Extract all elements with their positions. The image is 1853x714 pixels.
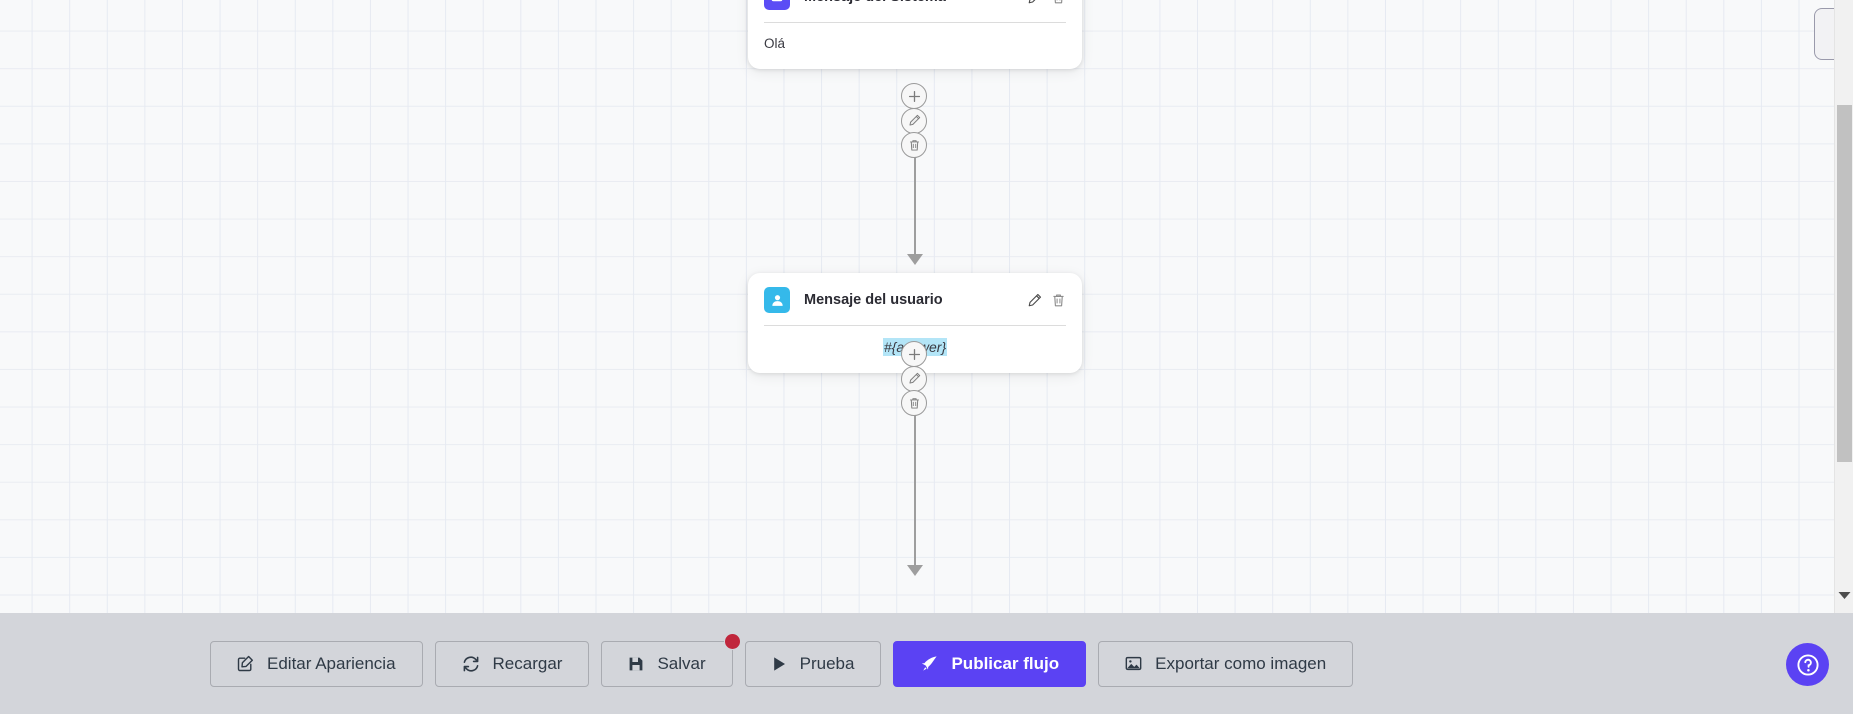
node-divider bbox=[764, 22, 1066, 23]
reload-button[interactable]: Recargar bbox=[434, 640, 590, 687]
play-icon bbox=[772, 656, 787, 672]
add-node-button[interactable] bbox=[901, 83, 927, 109]
node-header: Mensaje del usuario bbox=[748, 273, 1082, 325]
unsaved-changes-badge bbox=[723, 632, 741, 650]
button-label: Editar Apariencia bbox=[267, 653, 396, 673]
trash-icon bbox=[909, 139, 919, 151]
user-icon bbox=[764, 287, 790, 313]
plus-icon bbox=[908, 90, 920, 102]
pencil-icon bbox=[908, 372, 920, 384]
edge-arrowhead-user-to-next bbox=[907, 565, 923, 576]
edge-arrowhead-system-to-user bbox=[907, 254, 923, 265]
question-circle-icon bbox=[1796, 653, 1819, 676]
flow-canvas[interactable]: Mensaje del Sistema Olá bbox=[0, 0, 1853, 613]
help-button[interactable] bbox=[1786, 643, 1829, 686]
node-header: Mensaje del Sistema bbox=[748, 0, 1082, 22]
refresh-icon bbox=[462, 655, 480, 673]
node-divider bbox=[764, 325, 1066, 326]
pencil-icon[interactable] bbox=[1027, 0, 1042, 5]
chevron-down-icon bbox=[1838, 591, 1851, 599]
edit-edge-button[interactable] bbox=[901, 365, 927, 392]
add-node-button[interactable] bbox=[901, 341, 927, 367]
edge-line-system-to-user bbox=[914, 85, 916, 263]
edge-controls-user-to-next bbox=[901, 341, 927, 416]
edit-appearance-button[interactable]: Editar Apariencia bbox=[210, 640, 423, 687]
test-button[interactable]: Prueba bbox=[744, 640, 882, 687]
button-label: Prueba bbox=[799, 653, 855, 673]
plus-icon bbox=[908, 348, 920, 360]
robot-icon bbox=[764, 0, 790, 10]
edit-square-icon bbox=[237, 655, 254, 672]
pencil-icon[interactable] bbox=[1027, 293, 1042, 308]
image-icon bbox=[1125, 655, 1142, 672]
pencil-icon bbox=[908, 114, 920, 126]
edge-line-user-to-next bbox=[914, 343, 916, 573]
delete-edge-button[interactable] bbox=[901, 390, 927, 416]
vertical-scrollbar[interactable] bbox=[1834, 0, 1853, 613]
delete-edge-button[interactable] bbox=[901, 132, 927, 158]
edge-controls-system-to-user bbox=[901, 83, 927, 158]
trash-icon[interactable] bbox=[1051, 0, 1066, 5]
export-image-button[interactable]: Exportar como imagen bbox=[1098, 640, 1354, 687]
publish-flow-button[interactable]: Publicar flujo bbox=[893, 640, 1087, 687]
node-title: Mensaje del Sistema bbox=[804, 0, 1027, 5]
edit-edge-button[interactable] bbox=[901, 107, 927, 134]
button-label: Publicar flujo bbox=[951, 653, 1060, 673]
trash-icon bbox=[909, 397, 919, 409]
node-actions bbox=[1027, 0, 1066, 5]
button-label: Recargar bbox=[492, 653, 563, 673]
node-actions bbox=[1027, 293, 1066, 308]
rocket-icon bbox=[920, 655, 938, 673]
button-label: Salvar bbox=[657, 653, 706, 673]
button-label: Exportar como imagen bbox=[1155, 653, 1327, 673]
node-system-message[interactable]: Mensaje del Sistema Olá bbox=[748, 0, 1082, 69]
node-title: Mensaje del usuario bbox=[804, 292, 943, 308]
node-body: Olá bbox=[764, 36, 786, 51]
scrollbar-down-button[interactable] bbox=[1835, 577, 1853, 613]
trash-icon[interactable] bbox=[1051, 293, 1066, 308]
save-button[interactable]: Salvar bbox=[601, 632, 741, 687]
scrollbar-thumb[interactable] bbox=[1837, 105, 1852, 462]
bottom-toolbar: Editar Apariencia Recargar bbox=[0, 613, 1853, 714]
save-icon bbox=[628, 656, 644, 672]
